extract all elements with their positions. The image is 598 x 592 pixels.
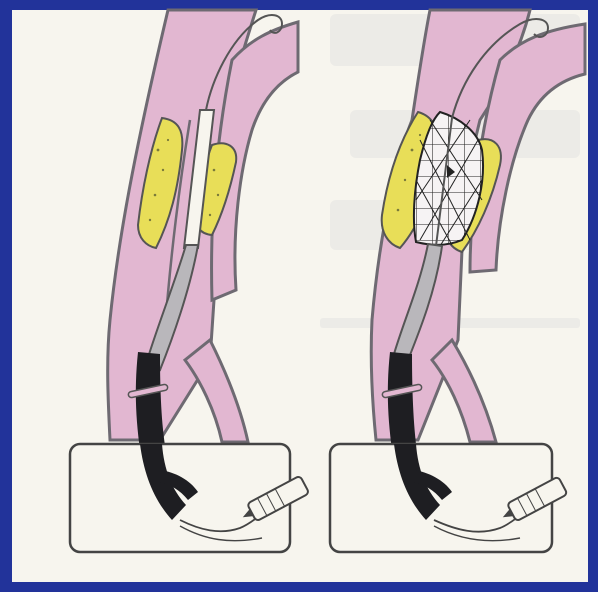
diagram-canvas (0, 0, 598, 592)
figure-frame (0, 0, 598, 592)
